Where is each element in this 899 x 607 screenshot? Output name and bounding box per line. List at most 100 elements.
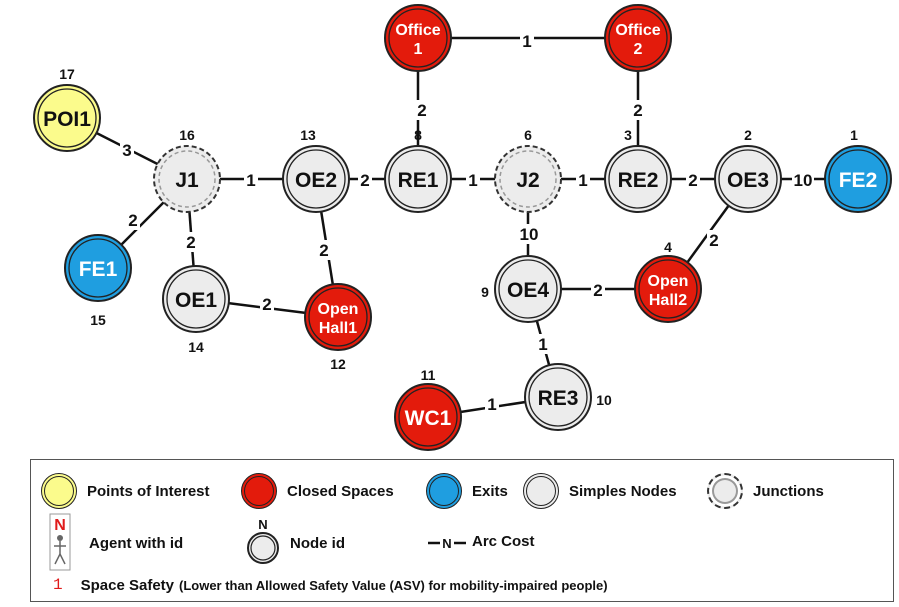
- node-oe2: OE2 13: [282, 127, 350, 213]
- node-fe2: FE2 1: [824, 127, 892, 213]
- node-label: FE2: [839, 169, 878, 192]
- edge-cost: 2: [186, 233, 195, 252]
- node-label-line: Hall1: [319, 320, 357, 337]
- edge-cost: 2: [128, 211, 137, 230]
- legend-closed-label: Closed Spaces: [287, 482, 394, 500]
- edge-cost-bg: [244, 170, 258, 190]
- node-label: J2: [516, 169, 539, 192]
- node-oe4: OE4 9: [481, 255, 562, 323]
- edge-cost: 2: [709, 231, 718, 250]
- node-id: 4: [664, 239, 672, 255]
- edge-office1-office2: 1: [418, 31, 638, 51]
- edge-cost-bg: [631, 100, 645, 120]
- node-id: 16: [179, 127, 195, 143]
- safety-title: Space Safety: [80, 576, 174, 594]
- junction-swatch-icon: [707, 473, 743, 509]
- legend-exits-label: Exits: [472, 482, 508, 500]
- edge-cost-bg: [485, 394, 499, 414]
- node-id-icon: N: [247, 518, 279, 564]
- edge-cost: 2: [688, 171, 697, 190]
- edge-cost: 2: [633, 101, 642, 120]
- node-label-line: Office: [395, 22, 440, 39]
- node-id: 6: [524, 127, 532, 143]
- node-id: 1: [850, 127, 858, 143]
- edge-cost: 2: [417, 101, 426, 120]
- legend-poi-label: Points of Interest: [87, 482, 210, 500]
- node-office1: Office 1: [384, 4, 452, 72]
- legend-junction: Junctions: [707, 473, 824, 509]
- node-label: OE2: [295, 169, 337, 192]
- edge-cost-bg: [707, 230, 721, 250]
- node-id: 3: [624, 127, 632, 143]
- legend-junction-label: Junctions: [753, 482, 824, 500]
- arc-cost-icon: N: [428, 536, 466, 551]
- node-label: RE1: [398, 169, 439, 192]
- edge-cost: 1: [522, 32, 531, 51]
- edge-cost: 3: [122, 141, 131, 160]
- edge-cost: 1: [487, 395, 496, 414]
- legend-node-id-label: Node id: [290, 535, 345, 552]
- arc-glyph: N: [442, 536, 451, 551]
- node-label-line: Open: [318, 301, 359, 318]
- edge-cost-bg: [184, 232, 198, 252]
- edge-cost: 1: [578, 171, 587, 190]
- legend-safety: 1 Space Safety (Lower than Allowed Safet…: [53, 576, 608, 594]
- node-id: 13: [300, 127, 316, 143]
- legend-agent-label: Agent with id: [89, 535, 184, 552]
- node-id: 17: [59, 66, 75, 82]
- node-label-line: Open: [648, 273, 689, 290]
- legend-node-id: N: [245, 518, 285, 566]
- edge-cost: 10: [794, 171, 813, 190]
- poi-swatch-icon: [41, 473, 77, 509]
- node-label: POI1: [43, 108, 91, 131]
- node-id: 15: [90, 312, 106, 328]
- legend-arc: N: [426, 532, 468, 554]
- edge-cost: 2: [319, 241, 328, 260]
- closed-swatch-icon: [241, 473, 277, 509]
- node-label: RE2: [618, 169, 659, 192]
- edge-cost: 1: [538, 335, 547, 354]
- edge-cost-bg: [576, 170, 590, 190]
- safety-value: 1: [53, 576, 63, 594]
- edge-cost-bg: [518, 224, 540, 244]
- edge-cost-bg: [317, 240, 331, 260]
- node-label: OE1: [175, 289, 217, 312]
- edge-cost-bg: [358, 170, 372, 190]
- legend-agent: N: [45, 512, 75, 572]
- node-j2: J2 6: [494, 127, 562, 213]
- node-id: 14: [188, 339, 204, 355]
- edge-cost-bg: [415, 100, 429, 120]
- edge-cost-bg: [520, 31, 534, 51]
- edge-cost: 10: [520, 225, 539, 244]
- legend-arc-label: Arc Cost: [472, 533, 535, 550]
- node-poi1: POI1 17: [33, 66, 101, 152]
- node-label-line: 1: [414, 41, 423, 58]
- edge-cost-bg: [591, 280, 605, 300]
- node-label: OE4: [507, 279, 549, 302]
- node-id: 2: [744, 127, 752, 143]
- edge-cost: 1: [246, 171, 255, 190]
- node-oe1: OE1 14: [162, 265, 230, 355]
- node-re2: RE2 3: [604, 127, 672, 213]
- legend-closed: Closed Spaces: [241, 473, 394, 509]
- node-id: 11: [421, 367, 436, 383]
- node-id: 9: [481, 284, 489, 300]
- edge-cost: 2: [262, 295, 271, 314]
- edge-cost: 1: [468, 171, 477, 190]
- edge-cost-bg: [536, 334, 550, 354]
- simple-swatch-icon: [523, 473, 559, 509]
- node-id: 8: [414, 127, 422, 143]
- edge-cost: 2: [360, 171, 369, 190]
- edge-cost-bg: [120, 140, 134, 160]
- edge-cost-bg: [792, 170, 814, 190]
- legend-simple-label: Simples Nodes: [569, 482, 677, 500]
